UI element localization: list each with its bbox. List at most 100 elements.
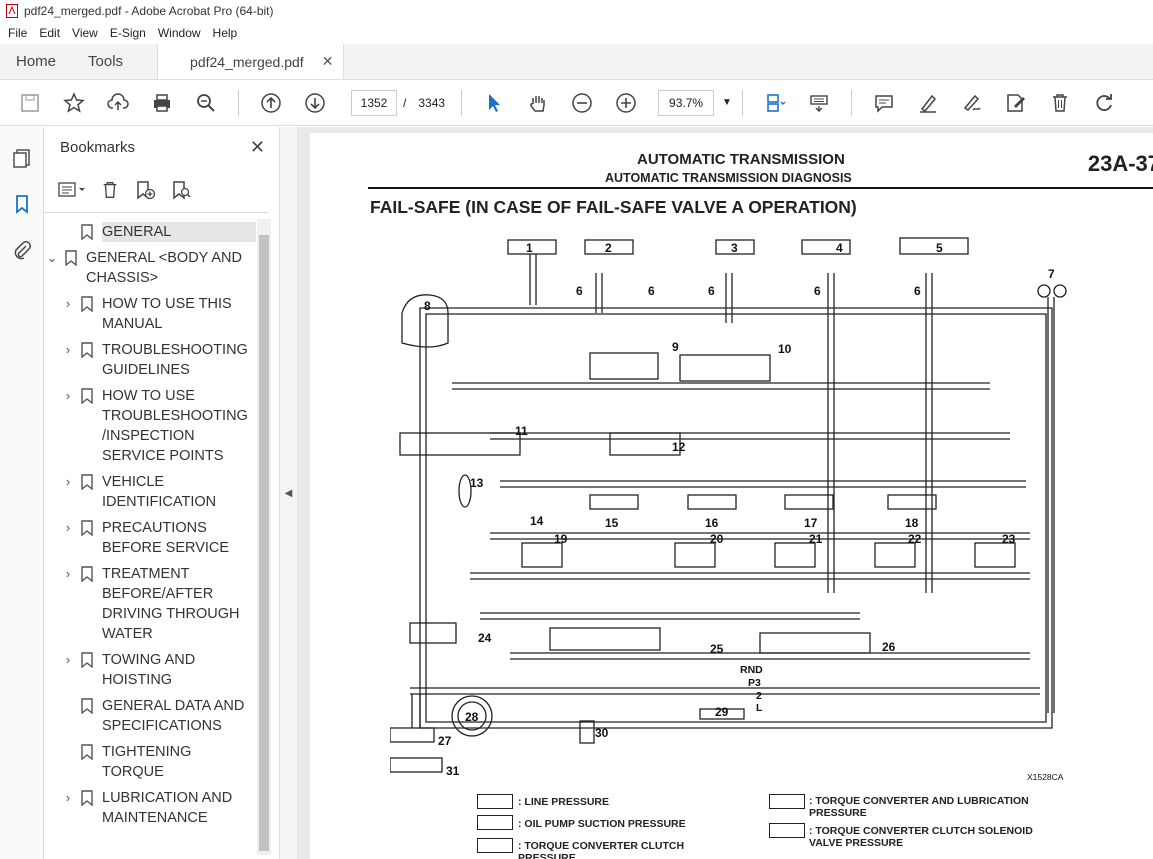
bookmark-flag-icon (81, 224, 93, 240)
chevron-right-icon[interactable]: › (65, 566, 71, 581)
highlight-pen-icon[interactable] (912, 87, 944, 119)
menu-esign[interactable]: E-Sign (109, 26, 146, 40)
header-rule (368, 187, 1153, 189)
new-bookmark-icon[interactable] (134, 179, 156, 201)
select-cursor-icon[interactable] (478, 87, 510, 119)
tab-tools[interactable]: Tools (88, 53, 124, 70)
bookmark-item[interactable]: › HOW TO USE TROUBLESHOOTING /INSPECTION… (44, 383, 256, 469)
bookmark-options-icon[interactable] (58, 181, 86, 199)
delete-icon[interactable] (1044, 87, 1076, 119)
page-fit-icon[interactable] (759, 87, 791, 119)
menu-view[interactable]: View (72, 26, 98, 40)
bookmarks-panel: Bookmarks ✕ GENERAL ⌄ GENERAL <BODY AND … (44, 127, 280, 859)
diagram-number: 21 (809, 532, 823, 546)
attachments-icon[interactable] (9, 237, 35, 263)
menu-file[interactable]: File (8, 26, 28, 40)
bookmark-item[interactable]: TIGHTENING TORQUE (44, 739, 256, 785)
bookmark-item[interactable]: › TROUBLESHOOTING GUIDELINES (44, 337, 256, 383)
diagram-number: 8 (424, 299, 431, 313)
diagram-number: 6 (576, 284, 583, 298)
comment-icon[interactable] (868, 87, 900, 119)
stamp-edit-icon[interactable] (1000, 87, 1032, 119)
bookmark-item[interactable]: › TOWING AND HOISTING (44, 647, 256, 693)
next-page-icon[interactable] (299, 87, 331, 119)
redo-icon[interactable] (1088, 87, 1120, 119)
diagram-number: 15 (605, 516, 619, 530)
tab-document[interactable]: pdf24_merged.pdf ✕ (157, 44, 345, 79)
save-icon[interactable] (14, 87, 46, 119)
bookmark-item[interactable]: ⌄ GENERAL <BODY AND CHASSIS> (44, 245, 256, 291)
bookmarks-scrollbar[interactable] (257, 219, 271, 855)
bookmark-flag-icon (81, 652, 93, 668)
legend-swatch (477, 794, 513, 809)
prev-page-icon[interactable] (255, 87, 287, 119)
diagram-number: 6 (648, 284, 655, 298)
bookmark-flag-icon (81, 744, 93, 760)
upload-cloud-icon[interactable] (102, 87, 134, 119)
toolbar-divider (461, 89, 463, 116)
zoom-in-icon[interactable] (610, 87, 642, 119)
zoom-level-input[interactable]: 93.7% (658, 89, 715, 116)
chevron-right-icon[interactable]: › (65, 652, 71, 667)
page-number-input[interactable]: 1352 (351, 89, 397, 116)
bookmark-item[interactable]: › LUBRICATION AND MAINTENANCE (44, 785, 256, 831)
find-bookmark-icon[interactable] (170, 179, 192, 201)
chevron-right-icon[interactable]: › (65, 790, 71, 805)
keyboard-icon[interactable] (803, 87, 835, 119)
bookmark-item[interactable]: GENERAL DATA AND SPECIFICATIONS (44, 693, 256, 739)
collapse-panel-handle[interactable]: ◀ (280, 127, 298, 859)
diagram-number: 6 (814, 284, 821, 298)
draw-icon[interactable] (956, 87, 988, 119)
zoom-out-icon[interactable] (566, 87, 598, 119)
menu-window[interactable]: Window (157, 26, 201, 40)
bookmark-label: VEHICLE IDENTIFICATION (102, 474, 217, 510)
bookmark-star-icon[interactable] (58, 87, 90, 119)
legend-tc-lubrication: : TORQUE CONVERTER AND LUBRICATION PRESS… (809, 795, 1029, 819)
delete-bookmark-icon[interactable] (100, 180, 120, 200)
search-zoom-icon[interactable] (190, 87, 222, 119)
bookmarks-title: Bookmarks (60, 138, 136, 156)
tab-home[interactable]: Home (16, 53, 57, 70)
chevron-right-icon[interactable]: › (65, 474, 71, 489)
chevron-right-icon[interactable]: › (65, 296, 71, 311)
chevron-right-icon[interactable]: › (65, 388, 71, 403)
menu-help[interactable]: Help (212, 26, 238, 40)
bookmark-panel-icon[interactable] (9, 191, 35, 217)
acrobat-icon (6, 4, 18, 18)
bookmark-item[interactable]: › PRECAUTIONS BEFORE SERVICE (44, 515, 256, 561)
bookmark-flag-icon (81, 566, 93, 582)
hand-tool-icon[interactable] (522, 87, 554, 119)
chevron-right-icon[interactable]: › (65, 520, 71, 535)
menu-edit[interactable]: Edit (39, 26, 61, 40)
diagram-number: 22 (908, 532, 922, 546)
chevron-down-icon[interactable]: ⌄ (46, 250, 58, 265)
bookmark-item[interactable]: › HOW TO USE THIS MANUAL (44, 291, 256, 337)
diagram-number: 27 (438, 734, 452, 748)
zoom-dropdown-chevron-icon[interactable]: ▼ (722, 97, 732, 108)
chevron-right-icon[interactable]: › (65, 342, 71, 357)
legend-swatch (769, 794, 805, 809)
range-label: RND (740, 664, 763, 676)
workspace: Bookmarks ✕ GENERAL ⌄ GENERAL <BODY AND … (0, 127, 1153, 859)
pages-panel-icon[interactable] (9, 145, 35, 171)
close-tab-icon[interactable]: ✕ (321, 53, 334, 69)
legend-tcc-solenoid: : TORQUE CONVERTER CLUTCH SOLENOID VALVE… (809, 825, 1033, 849)
close-panel-icon[interactable]: ✕ (249, 136, 265, 157)
bookmark-item[interactable]: GENERAL (44, 219, 256, 245)
legend-swatch (477, 815, 513, 830)
diagram-number: 29 (715, 705, 729, 719)
bookmark-item[interactable]: › VEHICLE IDENTIFICATION (44, 469, 256, 515)
bookmark-item[interactable]: › TREATMENT BEFORE/AFTER DRIVING THROUGH… (44, 561, 256, 647)
range-label: 2 (756, 690, 762, 702)
diagram-number: 6 (914, 284, 921, 298)
print-icon[interactable] (146, 87, 178, 119)
scrollbar-thumb[interactable] (259, 235, 269, 851)
diagram-number: 14 (530, 514, 544, 528)
section-title: FAIL-SAFE (IN CASE OF FAIL-SAFE VALVE A … (370, 197, 857, 217)
diagram-number: 13 (470, 476, 484, 490)
document-view[interactable]: AUTOMATIC TRANSMISSION AUTOMATIC TRANSMI… (298, 127, 1153, 859)
bookmark-label: GENERAL (102, 222, 256, 242)
toolbar-divider (741, 89, 743, 116)
diagram-number: 24 (478, 631, 492, 645)
chevron-left-icon: ◀ (284, 487, 293, 499)
